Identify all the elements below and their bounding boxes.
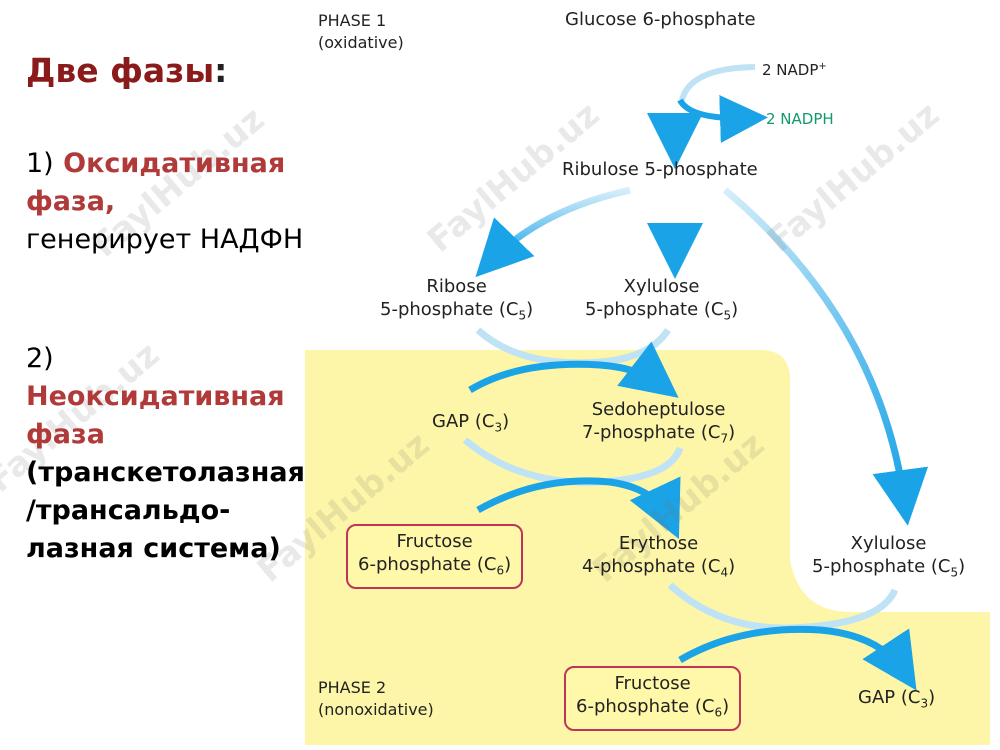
slide-title: Две фазы: bbox=[26, 51, 228, 90]
phase2-label: PHASE 2(nonoxidative) bbox=[318, 678, 434, 719]
arrow-nadp bbox=[679, 64, 756, 101]
node-ribulose-5-phosphate: Ribulose 5-phosphate bbox=[562, 159, 758, 180]
node-nadph: 2 NADPH bbox=[766, 110, 834, 128]
node-fructose-6-phosphate-2: Fructose 6-phosphate (C6) bbox=[564, 666, 742, 731]
node-gap: GAP (C3) bbox=[432, 411, 510, 435]
arrow-ribulose-ribose bbox=[475, 186, 631, 278]
node-fructose-6-phosphate: Fructose 6-phosphate (C6) bbox=[346, 524, 524, 589]
node-nadp: 2 NADP+ bbox=[762, 61, 827, 79]
arrow-tk1-b bbox=[468, 341, 679, 398]
phase2-description: 2) Неоксидативная фаза (транскетолазная … bbox=[26, 343, 305, 564]
node-xylulose-5-phosphate: Xylulose 5-phosphate (C5) bbox=[585, 276, 739, 323]
node-sedoheptulose-7-phosphate: Sedoheptulose 7-phosphate (C7) bbox=[582, 399, 736, 446]
arrow-ta-b bbox=[476, 476, 681, 540]
arrow-tk2-b bbox=[678, 625, 917, 691]
phase1-description: 1) Оксидативная фаза, генерирует НАДФН bbox=[26, 148, 304, 255]
arrow-ribulose-xylulose2 bbox=[722, 187, 929, 526]
node-gap-2: GAP (C3) bbox=[858, 687, 936, 711]
phase1-label: PHASE 1(oxidative) bbox=[318, 11, 404, 52]
node-ribose-5-phosphate: Ribose 5-phosphate (C5) bbox=[380, 276, 534, 323]
node-xylulose-5-phosphate-2: Xylulose 5-phosphate (C5) bbox=[812, 533, 966, 580]
node-glucose-6-phosphate: Glucose 6-phosphate bbox=[565, 9, 756, 30]
node-erythose-4-phosphate: Erythose 4-phosphate (C4) bbox=[582, 533, 736, 580]
arrow-nadph bbox=[677, 95, 768, 143]
